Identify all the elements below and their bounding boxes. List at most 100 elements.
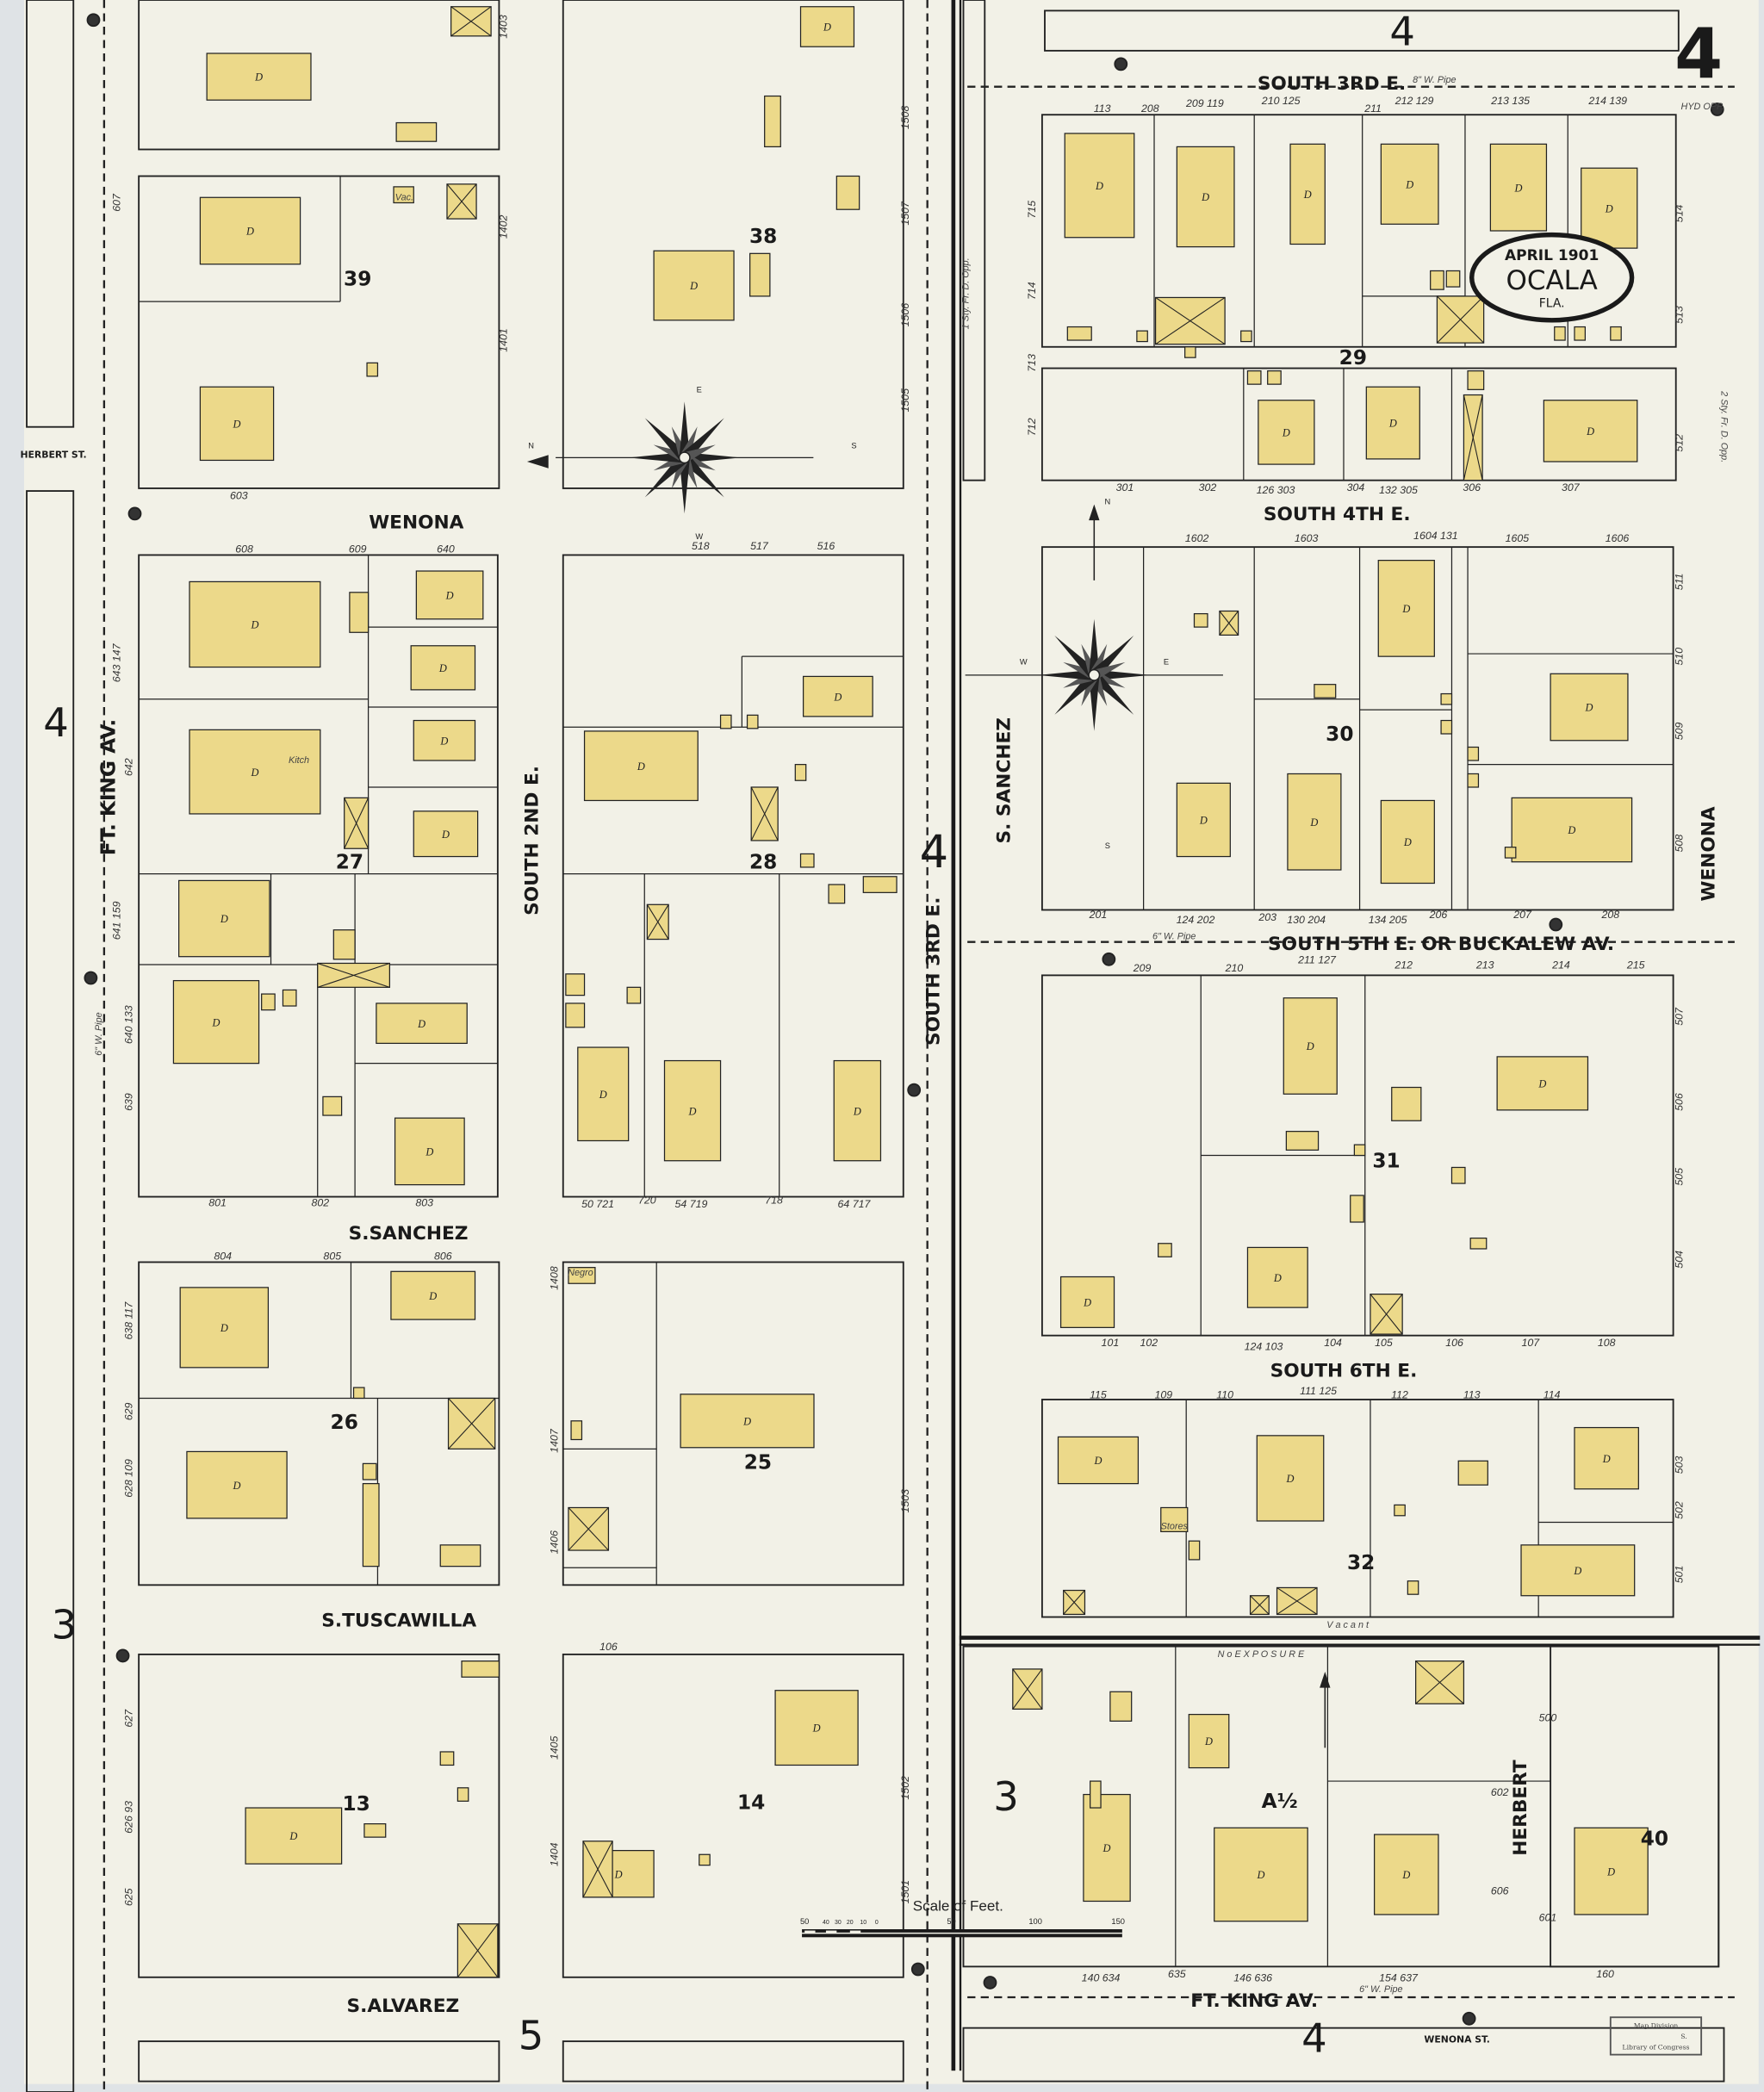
svg-text:D: D [428, 1290, 437, 1302]
sheet-divider-horizontal [959, 1636, 1761, 1640]
dwelling: D [1176, 146, 1235, 248]
dwelling: D [1246, 1246, 1308, 1308]
compass-label: W [695, 532, 703, 541]
hydrant-icon [86, 13, 101, 28]
address-number: 642 [122, 758, 134, 776]
hydrant-icon [127, 506, 142, 521]
address-number: 1408 [549, 1266, 561, 1290]
svg-text:D: D [742, 1415, 751, 1427]
address-number: 643 147 [110, 642, 122, 682]
address-number: 107 [1522, 1337, 1541, 1349]
dwelling: D [1496, 1056, 1589, 1111]
dwelling: D [1057, 1436, 1140, 1485]
hydrant-icon [910, 1962, 925, 1977]
address-number: 210 125 [1261, 95, 1301, 107]
dwelling: D [1258, 400, 1315, 465]
block-38 [562, 0, 904, 489]
sheet-divider-vertical [951, 0, 956, 2071]
dwelling: D [1489, 143, 1548, 232]
compass-label: E [697, 385, 702, 394]
street-wenona: WENONA [369, 512, 463, 533]
dwelling: D [390, 1270, 476, 1320]
address-number: 213 135 [1490, 95, 1530, 107]
dwelling: D [178, 879, 270, 958]
block-number: A½ [1262, 1790, 1298, 1813]
adjacent-sheet-number: 4 [1301, 2015, 1327, 2062]
block-32 [1040, 1399, 1674, 1618]
dwelling [1467, 773, 1480, 788]
address-number: 110 [1216, 1388, 1233, 1400]
address-number: 609 [349, 543, 367, 555]
dwelling [439, 1544, 481, 1567]
dwelling [362, 1482, 380, 1567]
address-number: 1405 [549, 1735, 561, 1760]
block-39 [138, 175, 500, 489]
address-number: 215 [1626, 959, 1645, 972]
svg-text:D: D [1586, 425, 1594, 438]
scale-tick-label: 0 [875, 1920, 879, 1926]
address-number: 627 [122, 1709, 134, 1728]
building-note: Kitch [289, 755, 309, 766]
dwelling: D [1511, 797, 1633, 863]
building-note: 2 Sty. Fr. D. Opp. [1718, 390, 1729, 462]
dwelling: D [833, 1059, 882, 1162]
address-number: 132 305 [1379, 484, 1418, 496]
pipe-note: 8" W. Pipe [1413, 75, 1456, 85]
hydrant-icon [84, 971, 98, 985]
address-number: 106 [1445, 1337, 1463, 1349]
street-south-2nd-e: SOUTH 2ND E. [521, 766, 543, 916]
svg-text:D: D [441, 829, 450, 841]
address-number: 1605 [1506, 532, 1530, 544]
building-note: 1 Sty. Fr. D. Opp. [961, 258, 972, 329]
address-number: 101 [1102, 1337, 1120, 1349]
address-number: 301 [1116, 481, 1134, 494]
block-number: 29 [1339, 346, 1367, 369]
address-number: 1403 [498, 15, 510, 39]
address-number: 607 [110, 193, 122, 212]
outbuilding [344, 797, 370, 849]
pipe-note: 6" W. Pipe [94, 1012, 104, 1055]
dwelling: D [577, 1046, 630, 1142]
block-29-south [1040, 367, 1677, 481]
svg-text:D: D [688, 1105, 697, 1117]
dwelling: D [1064, 133, 1135, 239]
dwelling: D [1256, 1435, 1325, 1522]
dwelling [565, 1003, 586, 1028]
address-number: 516 [817, 540, 835, 552]
dwelling [363, 1823, 387, 1838]
compass-label: N [1104, 498, 1110, 506]
street-s-sanchez-vertical: S. SANCHEZ [994, 717, 1016, 843]
svg-text:D: D [1567, 824, 1575, 836]
dwelling [1267, 370, 1282, 385]
outbuilding [646, 903, 669, 940]
address-number: 805 [323, 1250, 341, 1262]
outbuilding [1463, 394, 1483, 481]
stamp-state: FLA. [1539, 296, 1565, 310]
block-number: 27 [336, 850, 363, 873]
dwelling: D [413, 719, 476, 761]
svg-text:D: D [833, 691, 842, 703]
dwelling [749, 252, 771, 297]
block-29-north [1040, 114, 1677, 348]
block-top-right [1044, 9, 1680, 52]
address-number: 1602 [1185, 532, 1209, 544]
address-number: 1402 [498, 214, 510, 239]
dwelling [1188, 1540, 1201, 1561]
block-number: 30 [1326, 723, 1353, 746]
address-number: 802 [311, 1196, 329, 1208]
dwelling: D [799, 6, 855, 47]
dwelling: D [1289, 143, 1326, 245]
address-number: 203 [1258, 911, 1276, 923]
dwelling [1184, 346, 1196, 358]
address-number: 501 [1673, 1566, 1685, 1584]
street-s-tuscawilla: S.TUSCAWILLA [321, 1610, 476, 1631]
pipe-note: 6" W. Pipe [1359, 1984, 1402, 1995]
hydrant-icon [983, 1976, 997, 1990]
compass-label: E [1164, 657, 1169, 666]
dwelling [1440, 692, 1453, 705]
dwelling: D [1380, 143, 1439, 225]
dwelling: D [583, 730, 699, 802]
svg-text:D: D [212, 1016, 220, 1028]
street-ft-king-av: FT. KING AV. [1190, 1990, 1318, 2012]
